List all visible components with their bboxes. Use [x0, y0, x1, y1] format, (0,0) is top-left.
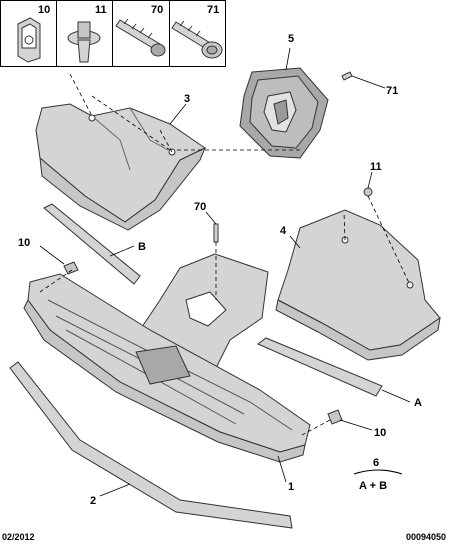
- part-4-right-air-guide: [275, 209, 441, 361]
- part-10-clip-left: [63, 261, 79, 275]
- footer-date: 02/2012: [2, 532, 35, 542]
- callout-6: 6: [373, 457, 379, 469]
- header-ref-70: 70: [151, 4, 163, 16]
- part-10-clip-right: [327, 409, 343, 425]
- header-ref-10: 10: [38, 4, 50, 16]
- callout-70: 70: [194, 201, 206, 213]
- callout-2: 2: [90, 495, 96, 507]
- assembly-brace: [353, 469, 403, 475]
- screw-washer-icon: [171, 20, 223, 59]
- screw-icon: [115, 18, 166, 57]
- footer-ref: 00094050: [405, 532, 446, 542]
- callout-71: 71: [386, 85, 398, 97]
- callout-11: 11: [370, 161, 382, 173]
- header-ref-71: 71: [207, 4, 219, 16]
- callout-a: A: [414, 397, 422, 409]
- callout-5: 5: [288, 33, 294, 45]
- header-parts-table: 10 11 70 71: [0, 0, 226, 67]
- callout-3: 3: [184, 93, 190, 105]
- part-1-main-grille: [23, 273, 311, 463]
- assembly-note-text: A + B: [359, 480, 387, 492]
- push-rivet-icon: [67, 21, 101, 63]
- callout-b: B: [138, 241, 146, 253]
- callout-10-left: 10: [18, 237, 30, 249]
- assembly-note: 6 A + B: [353, 457, 403, 492]
- callout-1: 1: [288, 481, 294, 493]
- part-3-upper-air-guide: [35, 103, 206, 231]
- callout-10-right: 10: [374, 427, 386, 439]
- callout-4: 4: [280, 225, 287, 237]
- part-2-lower-trim: [9, 361, 293, 529]
- part-70-screw: [213, 223, 219, 243]
- part-a-strip: [257, 337, 383, 397]
- header-ref-11: 11: [95, 4, 107, 16]
- assembly-dash-lines: [39, 73, 411, 437]
- leader-lines: [39, 47, 411, 497]
- clip-icon: [17, 17, 41, 63]
- part-5-emblem-grille: [239, 67, 329, 159]
- part-b-strip: [43, 203, 141, 285]
- part-71-screw: [341, 71, 353, 81]
- part-11-rivet: [363, 187, 373, 197]
